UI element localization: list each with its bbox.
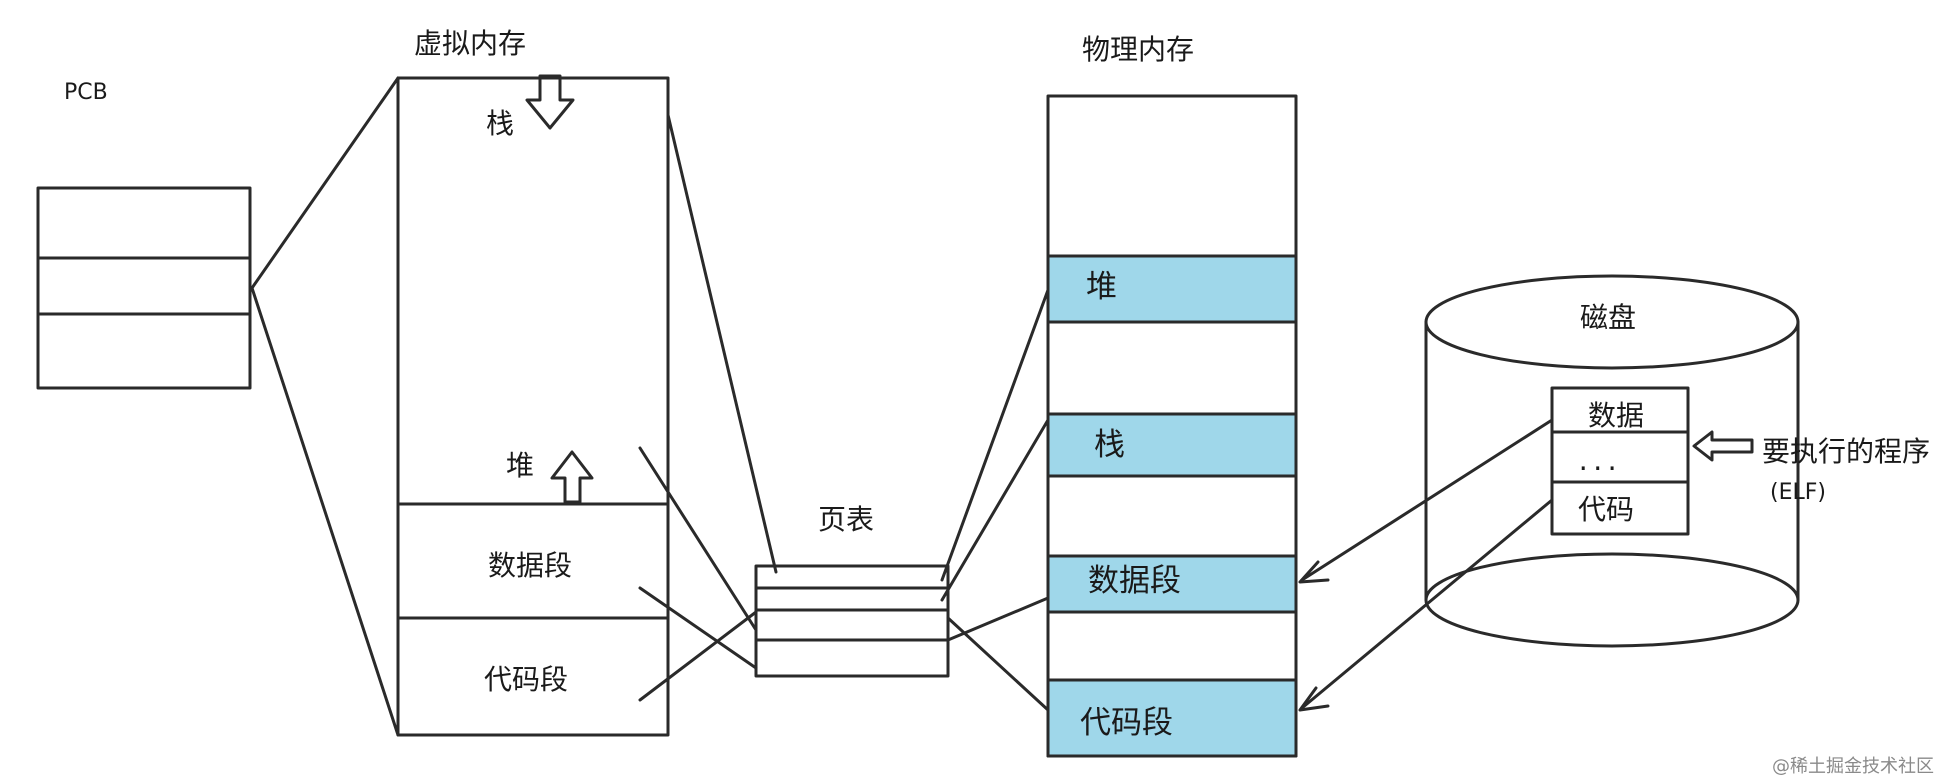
virtual-memory-column (396, 76, 670, 737)
page-table-to-physical-lines (940, 288, 1050, 712)
physical-data-segment-label: 数据段 (1088, 563, 1181, 599)
watermark: @稀土掘金技术社区 (1772, 756, 1934, 777)
elf-code-label: 代码 (1578, 493, 1635, 526)
pcb-to-virtual-memory-lines (250, 76, 400, 737)
physical-code-segment-label: 代码段 (1080, 705, 1173, 741)
elf-data-label: 数据 (1588, 399, 1645, 432)
elf-ellipsis-label: ... (1576, 448, 1620, 476)
physical-heap-block (1046, 254, 1298, 324)
virtual-data-segment-label: 数据段 (488, 549, 573, 582)
program-pointer-icon (1692, 430, 1754, 462)
elf-format-label: (ELF) (1770, 480, 1826, 505)
physical-stack-block (1046, 412, 1298, 478)
pcb-label: PCB (64, 80, 108, 105)
disk-title: 磁盘 (1580, 301, 1637, 334)
virtual-to-page-table-lines (638, 113, 778, 702)
physical-heap-label: 堆 (1086, 269, 1117, 305)
elf-file-box (1550, 386, 1690, 536)
stack-grow-down-icon (525, 74, 575, 130)
virtual-stack-label: 栈 (486, 107, 515, 140)
physical-code-block (1046, 678, 1298, 758)
pcb-box (36, 186, 252, 390)
physical-data-block (1046, 554, 1298, 614)
page-table-box (754, 564, 950, 678)
virtual-heap-label: 堆 (506, 449, 535, 482)
disk-cylinder (1424, 274, 1800, 648)
physical-memory-title: 物理内存 (1082, 33, 1195, 66)
heap-grow-up-icon (550, 450, 594, 504)
virtual-memory-title: 虚拟内存 (414, 27, 527, 60)
program-label: 要执行的程序 (1762, 435, 1931, 468)
physical-stack-label: 栈 (1094, 427, 1125, 463)
physical-memory-column (1046, 94, 1298, 758)
disk-to-physical-load-arrows (1298, 418, 1554, 712)
page-table-label: 页表 (818, 503, 875, 536)
virtual-code-segment-label: 代码段 (484, 663, 569, 696)
